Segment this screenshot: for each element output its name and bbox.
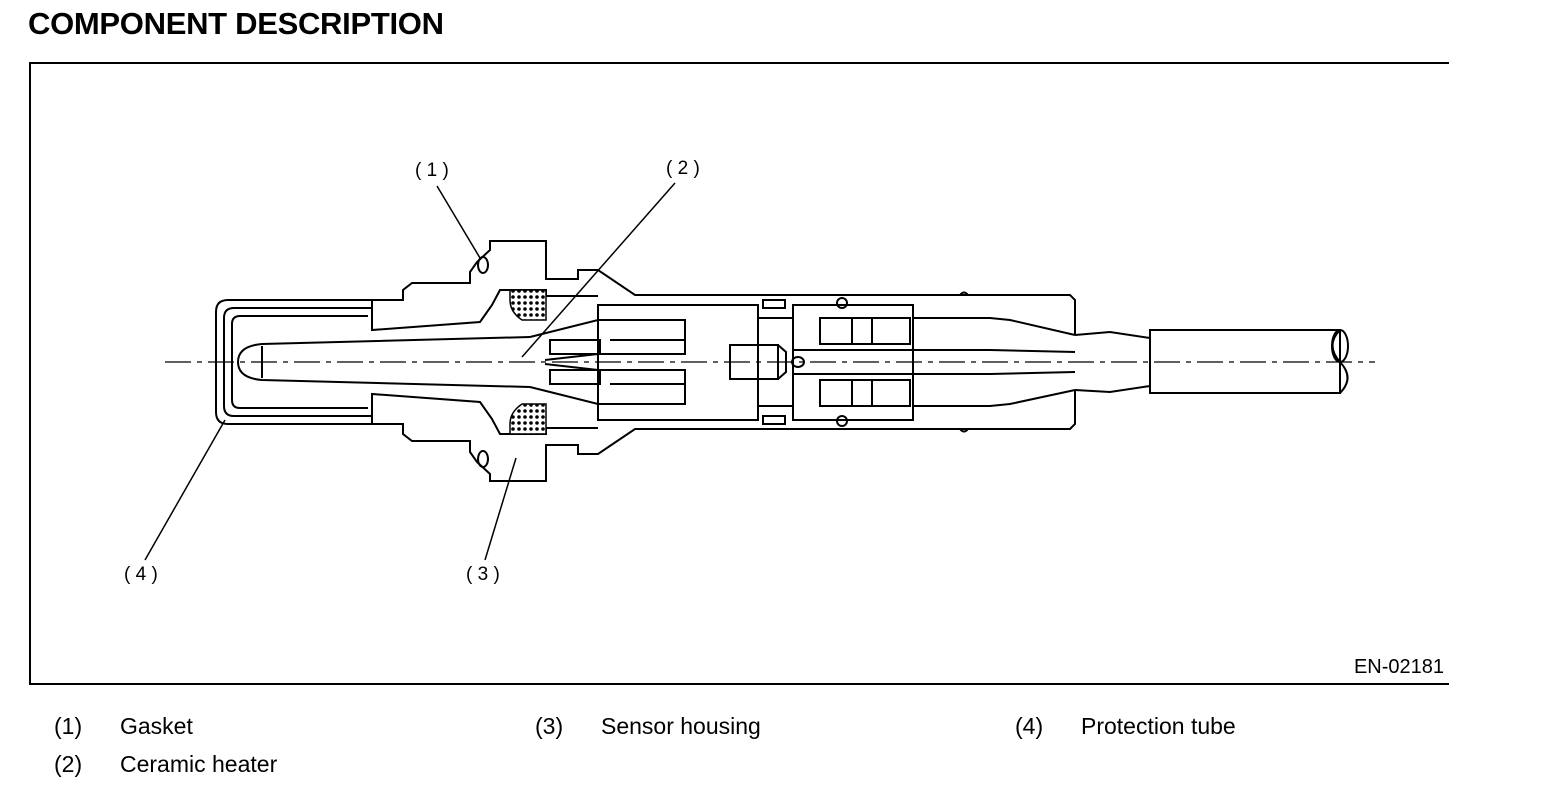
legend-item-3: (3) Sensor housing — [535, 713, 761, 740]
leader-1 — [436, 185, 481, 259]
leader-2 — [521, 182, 676, 358]
figure-id: EN-02181 — [1353, 656, 1444, 678]
gasket — [477, 256, 489, 274]
leader-3 — [484, 457, 517, 561]
packing-upper — [509, 289, 547, 321]
callout-2: ( 2 ) — [666, 158, 700, 179]
legend-number: (2) — [54, 751, 83, 777]
legend-text: Gasket — [120, 713, 193, 739]
sensor-housing — [375, 240, 1076, 335]
legend-number: (4) — [1015, 713, 1044, 739]
legend-item-1: (1) Gasket — [54, 713, 193, 740]
legend-text: Protection tube — [1081, 713, 1236, 739]
legend-number: (1) — [54, 713, 83, 739]
legend-text: Sensor housing — [601, 713, 761, 739]
sensing-element — [236, 336, 531, 388]
leader-4 — [144, 419, 226, 561]
legend-item-4: (4) Protection tube — [1015, 713, 1236, 740]
callout-3: ( 3 ) — [466, 564, 500, 585]
page-title: COMPONENT DESCRIPTION — [28, 6, 444, 41]
packing-lower — [509, 403, 547, 435]
legend-text: Ceramic heater — [120, 751, 278, 777]
legend-item-2: (2) Ceramic heater — [54, 751, 277, 778]
legend-number: (3) — [535, 713, 564, 739]
callout-1: ( 1 ) — [415, 160, 449, 181]
callout-4: ( 4 ) — [124, 564, 158, 585]
figure-frame — [29, 62, 1449, 685]
cable-boot — [1074, 330, 1151, 339]
